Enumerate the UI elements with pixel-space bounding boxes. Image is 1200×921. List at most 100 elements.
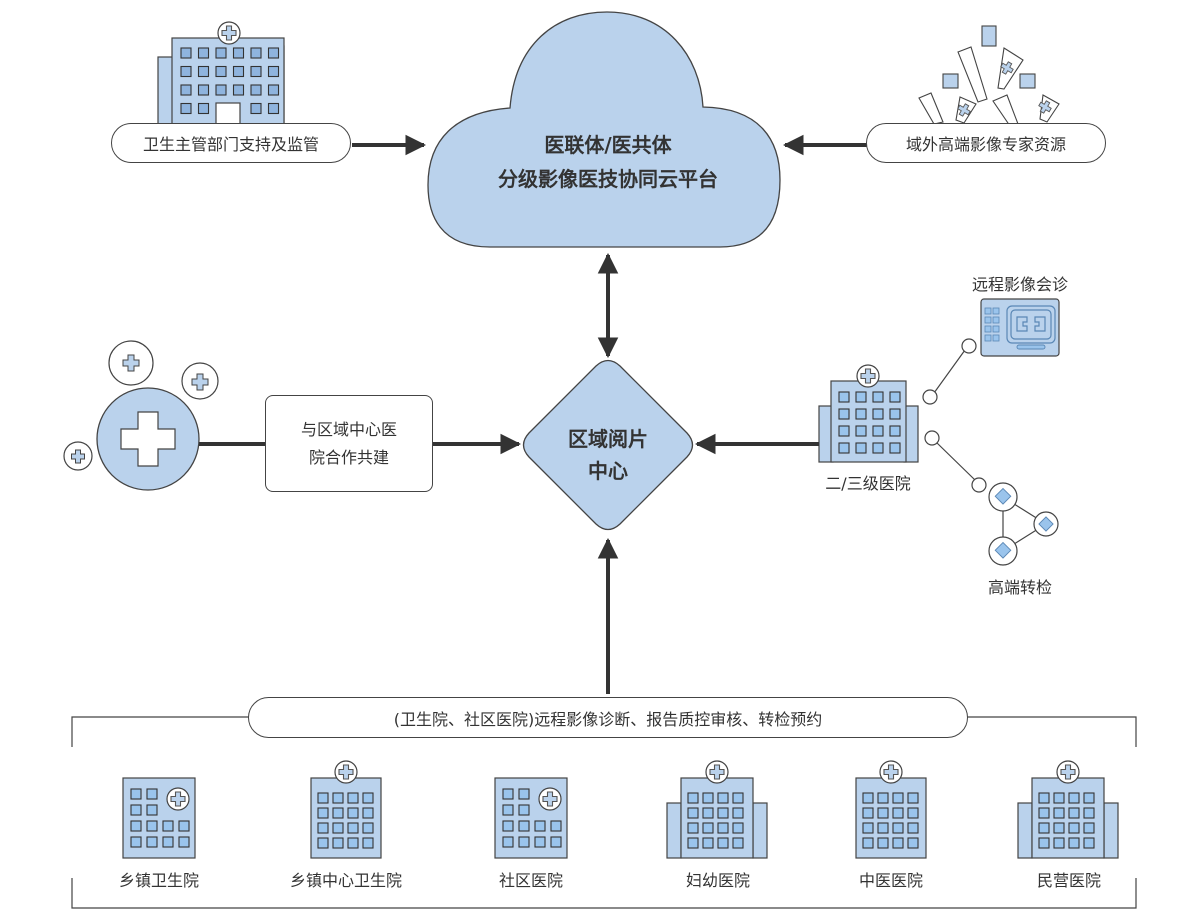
window — [267, 102, 280, 115]
window — [332, 792, 344, 804]
window — [907, 822, 919, 834]
bottom-bracket — [71, 716, 1137, 909]
window — [687, 837, 699, 849]
partner-line1: 与区域中心医 — [300, 419, 397, 439]
window — [317, 822, 329, 834]
cloud-title-line2: 分级影像医技协同云平台 — [498, 167, 718, 191]
expert-resources-label: 域外高端影像专家资源 — [905, 135, 1066, 154]
hospital-icon — [157, 21, 285, 128]
cloud-title-line1: 医联体/医共体 — [544, 133, 672, 157]
referral-network-icon — [988, 482, 1059, 566]
medical-badge-icon — [538, 787, 562, 811]
medical-badge-icon — [705, 760, 729, 784]
window — [130, 788, 142, 800]
window — [332, 822, 344, 834]
window — [162, 836, 174, 848]
window — [502, 836, 514, 848]
window — [838, 408, 850, 420]
window — [892, 807, 904, 819]
window — [862, 837, 874, 849]
window — [1083, 792, 1095, 804]
window — [250, 84, 262, 96]
window — [907, 807, 919, 819]
window — [872, 391, 884, 403]
small-clinic-icon — [122, 777, 196, 859]
window — [889, 442, 901, 454]
window — [232, 47, 245, 59]
window — [518, 836, 530, 848]
window — [892, 792, 904, 804]
window — [702, 807, 714, 819]
window — [862, 822, 874, 834]
window — [362, 807, 374, 819]
cloud-title: 医联体/医共体 分级影像医技协同云平台 — [448, 128, 768, 196]
window — [717, 807, 729, 819]
hospital-label: 二/三级医院 — [825, 474, 911, 493]
window — [534, 820, 546, 832]
window — [550, 836, 562, 848]
window — [732, 837, 744, 849]
medical-cross-cluster-icon — [63, 340, 219, 491]
window — [717, 792, 729, 804]
window — [146, 820, 158, 832]
services-banner: (卫生院、社区医院)远程影像诊断、报告质控审核、转检预约 — [248, 697, 968, 738]
window — [1053, 822, 1065, 834]
window — [502, 788, 514, 800]
gov-support-pill: 卫生主管部门支持及监管 — [111, 123, 351, 163]
window — [1083, 822, 1095, 834]
window — [502, 820, 514, 832]
referral-link — [924, 430, 987, 493]
window — [907, 792, 919, 804]
facility-label: 中医医院 — [858, 871, 923, 890]
center-title-line1: 区域阅片 — [568, 427, 648, 451]
window — [1068, 837, 1080, 849]
clinic-tower-icon — [310, 760, 382, 859]
window — [872, 442, 884, 454]
window — [162, 820, 174, 832]
window — [146, 836, 158, 848]
window — [717, 837, 729, 849]
window — [250, 65, 262, 78]
window — [215, 65, 227, 78]
window — [215, 47, 227, 59]
window — [889, 425, 901, 437]
window — [1038, 792, 1050, 804]
window — [838, 425, 850, 437]
window — [180, 102, 192, 115]
window — [1068, 792, 1080, 804]
medical-badge-icon — [334, 760, 358, 784]
window — [838, 442, 850, 454]
facility-label: 民营医院 — [1036, 871, 1101, 890]
window — [347, 822, 359, 834]
window — [317, 792, 329, 804]
secondary-tertiary-hospital-icon — [818, 364, 919, 463]
window — [855, 442, 867, 454]
window — [180, 65, 192, 78]
window — [347, 792, 359, 804]
window — [267, 84, 280, 96]
window — [362, 792, 374, 804]
window — [518, 820, 530, 832]
small-clinic-icon — [494, 777, 568, 859]
window — [732, 807, 744, 819]
cloud-shape — [427, 11, 781, 248]
window — [838, 391, 850, 403]
window — [332, 807, 344, 819]
window — [877, 837, 889, 849]
window — [267, 47, 280, 59]
hospital-winged-icon — [1017, 760, 1119, 859]
medical-badge-icon — [1056, 760, 1080, 784]
expert-resources-icon — [918, 25, 1060, 127]
window — [332, 837, 344, 849]
window — [146, 788, 158, 800]
window — [197, 47, 210, 59]
window — [889, 391, 901, 403]
hospital-winged-icon — [666, 760, 768, 859]
window — [197, 102, 210, 115]
window — [702, 792, 714, 804]
window — [892, 837, 904, 849]
window — [732, 822, 744, 834]
services-banner-text: (卫生院、社区医院)远程影像诊断、报告质控审核、转检预约 — [393, 709, 823, 729]
clinic-tower-icon — [855, 760, 927, 859]
